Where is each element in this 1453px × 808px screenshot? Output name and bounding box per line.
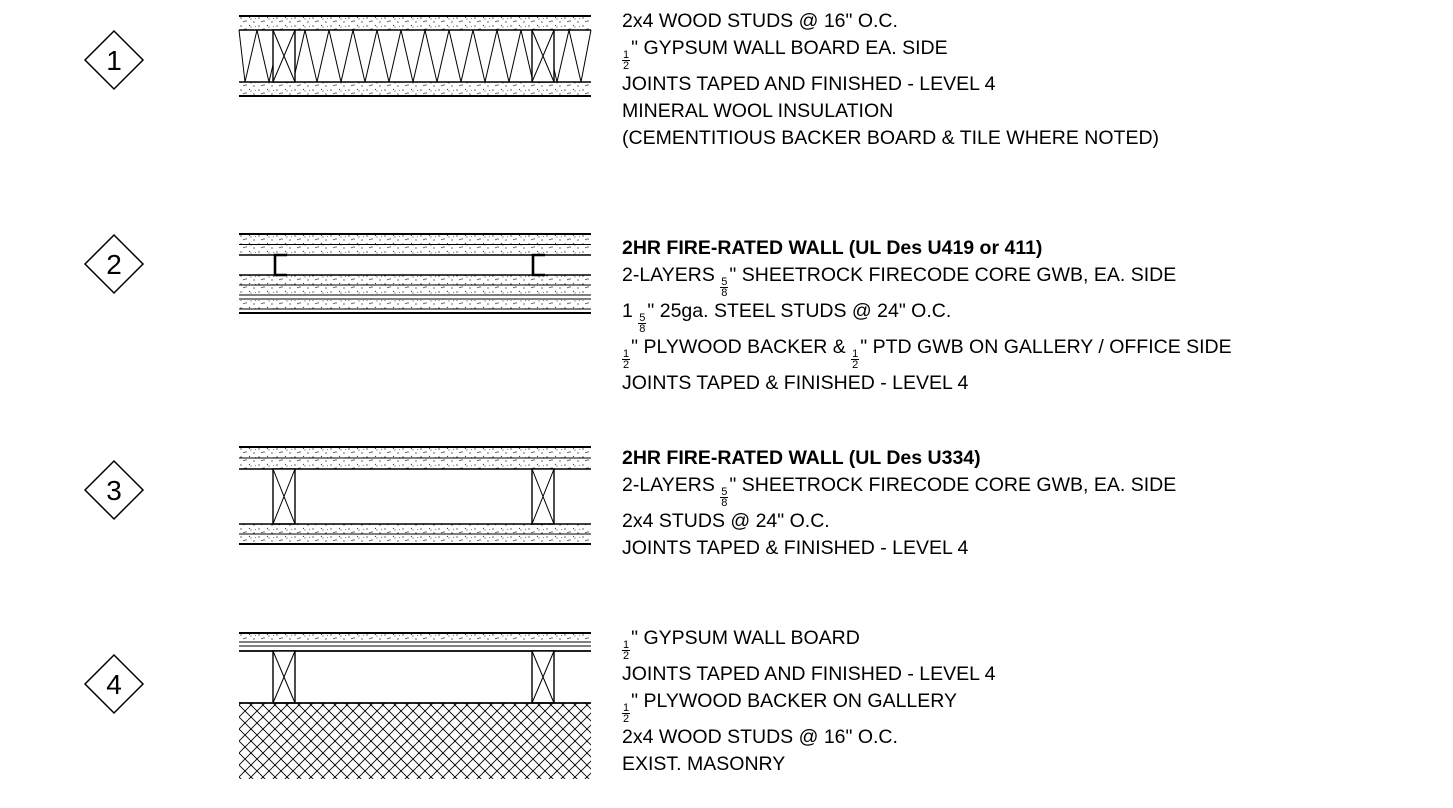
fraction-denominator: 2 [623, 650, 630, 662]
note-text: (CEMENTITIOUS BACKER BOARD & TILE WHERE … [622, 127, 1160, 149]
wall-type-tag-4: 4 [83, 653, 145, 715]
wall-type-number: 1 [106, 45, 122, 76]
wall-type-tag-1: 1 [83, 29, 145, 91]
note-text: 2-LAYERS [622, 474, 721, 496]
note-line: JOINTS TAPED AND FINISHED - LEVEL 4 [622, 71, 1159, 98]
note-text: " SHEETROCK FIRECODE CORE GWB, EA. SIDE [729, 474, 1177, 496]
fraction-denominator: 2 [852, 359, 859, 371]
note-text: 2HR FIRE-RATED WALL (UL Des U334) [622, 447, 981, 469]
note-text: " GYPSUM WALL BOARD [631, 627, 860, 649]
note-text: " PLYWOOD BACKER ON GALLERY [631, 690, 957, 712]
fraction-numerator: 1 [622, 49, 631, 61]
note-text: 2-LAYERS [622, 264, 721, 286]
wall-section-2 [239, 233, 591, 316]
note-line: EXIST. MASONRY [622, 751, 995, 778]
fraction-numerator: 5 [720, 486, 729, 498]
fraction-numerator: 1 [622, 348, 631, 360]
note-text: 1 [622, 300, 639, 322]
fraction-denominator: 2 [623, 713, 630, 725]
note-line: 2HR FIRE-RATED WALL (UL Des U334) [622, 445, 1176, 472]
note-line: MINERAL WOOL INSULATION [622, 98, 1159, 125]
assembly-notes-2: 2HR FIRE-RATED WALL (UL Des U419 or 411)… [622, 235, 1232, 397]
note-line: JOINTS TAPED & FINISHED - LEVEL 4 [622, 370, 1232, 397]
note-line: JOINTS TAPED AND FINISHED - LEVEL 4 [622, 661, 995, 688]
note-line: 2HR FIRE-RATED WALL (UL Des U419 or 411) [622, 235, 1232, 262]
fraction-denominator: 2 [623, 359, 630, 371]
note-line: 2x4 STUDS @ 24" O.C. [622, 508, 1176, 535]
note-text: 2x4 WOOD STUDS @ 16" O.C. [622, 10, 898, 32]
note-text: JOINTS TAPED AND FINISHED - LEVEL 4 [622, 663, 996, 685]
fraction-denominator: 8 [721, 287, 728, 299]
wall-section-4 [239, 632, 591, 781]
fraction-denominator: 8 [721, 497, 728, 509]
fraction-denominator: 8 [639, 323, 646, 335]
wall-type-number: 3 [106, 475, 122, 506]
note-text: 2x4 STUDS @ 24" O.C. [622, 510, 830, 532]
note-text: EXIST. MASONRY [622, 753, 786, 775]
note-text: JOINTS TAPED & FINISHED - LEVEL 4 [622, 537, 969, 559]
note-text: JOINTS TAPED & FINISHED - LEVEL 4 [622, 372, 969, 394]
wall-type-tag-2: 2 [83, 233, 145, 295]
note-line: JOINTS TAPED & FINISHED - LEVEL 4 [622, 535, 1176, 562]
fraction-numerator: 1 [622, 702, 631, 714]
note-text: MINERAL WOOL INSULATION [622, 100, 894, 122]
note-text: " 25ga. STEEL STUDS @ 24" O.C. [647, 300, 952, 322]
fraction-numerator: 5 [638, 312, 647, 324]
fraction-numerator: 5 [720, 276, 729, 288]
note-text: " PLYWOOD BACKER & [631, 336, 852, 358]
fraction-numerator: 1 [622, 639, 631, 651]
assembly-notes-3: 2HR FIRE-RATED WALL (UL Des U334) 2-LAYER… [622, 445, 1176, 562]
fraction-denominator: 2 [623, 60, 630, 72]
fraction-numerator: 1 [851, 348, 860, 360]
note-line: (CEMENTITIOUS BACKER BOARD & TILE WHERE … [622, 125, 1159, 152]
wall-type-number: 4 [106, 669, 122, 700]
note-text: " SHEETROCK FIRECODE CORE GWB, EA. SIDE [729, 264, 1177, 286]
wall-type-number: 2 [106, 249, 122, 280]
note-text: " GYPSUM WALL BOARD EA. SIDE [631, 37, 948, 59]
note-line: 2x4 WOOD STUDS @ 16" O.C. [622, 724, 995, 751]
note-text: JOINTS TAPED AND FINISHED - LEVEL 4 [622, 73, 996, 95]
note-text: 2HR FIRE-RATED WALL (UL Des U419 or 411) [622, 237, 1043, 259]
note-text: " PTD GWB ON GALLERY / OFFICE SIDE [860, 336, 1232, 358]
wall-section-3 [239, 446, 591, 547]
note-line: 2x4 WOOD STUDS @ 16" O.C. [622, 8, 1159, 35]
wall-section-1 [238, 15, 592, 98]
note-text: 2x4 WOOD STUDS @ 16" O.C. [622, 726, 898, 748]
wall-type-tag-3: 3 [83, 459, 145, 521]
